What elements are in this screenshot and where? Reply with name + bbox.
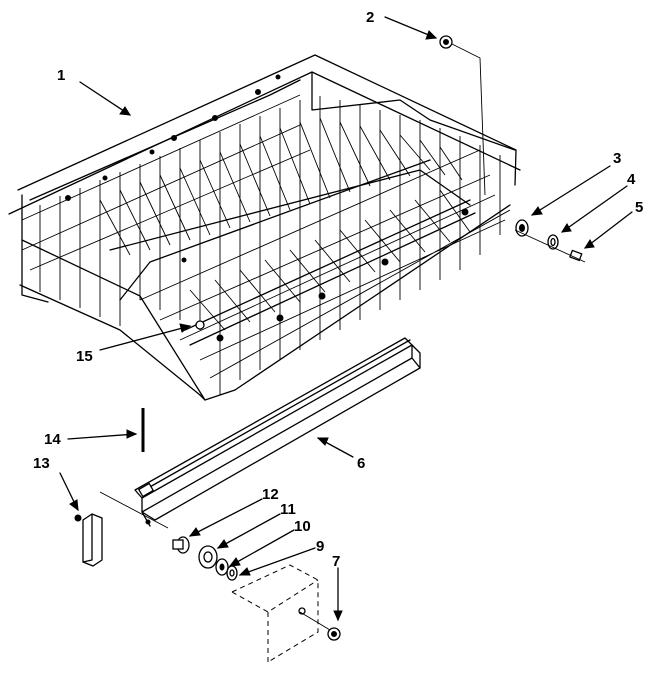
callout-4: 4 bbox=[627, 171, 636, 188]
axle-stud bbox=[172, 536, 190, 554]
callout-15: 15 bbox=[76, 348, 93, 365]
stop-screw bbox=[299, 611, 341, 641]
callout-12: 12 bbox=[262, 486, 279, 503]
washer bbox=[226, 565, 238, 581]
spacer bbox=[215, 558, 229, 576]
dishrack bbox=[8, 54, 521, 401]
callout-9: 9 bbox=[316, 538, 324, 555]
track-rail bbox=[134, 337, 421, 527]
callout-11: 11 bbox=[280, 501, 296, 518]
callout-10: 10 bbox=[294, 518, 311, 535]
rack-end-cap bbox=[439, 35, 486, 196]
leader-lines bbox=[59, 16, 633, 622]
callout-3: 3 bbox=[613, 150, 621, 167]
rack-screw bbox=[514, 229, 586, 263]
rack-washer bbox=[547, 234, 559, 250]
rail-wheel bbox=[198, 545, 218, 569]
rack-wheel bbox=[515, 219, 529, 237]
dashed-housing-outline bbox=[231, 564, 319, 663]
callout-14: 14 bbox=[44, 431, 61, 448]
callout-7: 7 bbox=[332, 553, 340, 570]
rail-end-bracket bbox=[74, 491, 169, 567]
callout-13: 13 bbox=[33, 455, 50, 472]
callout-5: 5 bbox=[635, 199, 643, 216]
callout-6: 6 bbox=[357, 455, 365, 472]
callout-labels: 1 2 3 4 5 6 7 9 10 11 12 13 14 15 bbox=[33, 9, 643, 570]
callout-2: 2 bbox=[366, 9, 374, 26]
callout-1: 1 bbox=[57, 67, 65, 84]
